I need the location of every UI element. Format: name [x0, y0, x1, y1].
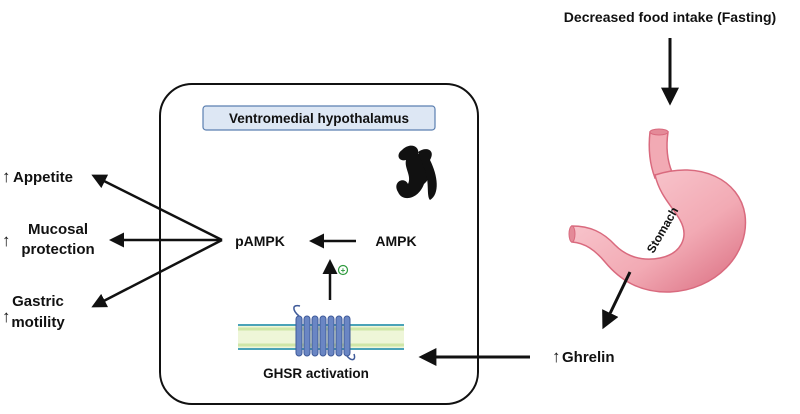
effect-gastric-label-line1: Gastric [12, 293, 64, 310]
effect-mucosal-label-line2: protection [21, 241, 94, 258]
stomach-icon [568, 128, 747, 293]
effect-mucosal-label-line1: Mucosal [28, 221, 88, 238]
pampk-label: pAMPK [235, 233, 285, 249]
stomach-to-ghrelin-arrow [602, 271, 632, 330]
ampk-label: AMPK [375, 233, 416, 249]
effect-appetite-label: Appetite [13, 169, 73, 186]
activation-plus-icon [337, 264, 349, 276]
effect-mucosal-protection: ↑ Mucosal protection [2, 221, 95, 258]
effect-gastric-motility: ↑ Gastric motility [2, 293, 65, 331]
activation-plus-label: + [341, 266, 346, 275]
effect-up-arrow: ↑ [2, 167, 11, 186]
ghrelin-up-arrow: ↑ [552, 347, 561, 366]
fasting-label: Decreased food intake (Fasting) [564, 9, 776, 25]
stomach-label: Stomach [644, 205, 681, 256]
ghsr-receptor-icon [293, 304, 356, 361]
effect-up-arrow: ↑ [2, 307, 11, 326]
hypothalamus-brain-icon [396, 145, 437, 200]
pampk-to-appetite-arrow [91, 174, 223, 242]
hypothalamus-label: Ventromedial hypothalamus [229, 111, 409, 126]
ghrelin-label: Ghrelin [562, 349, 615, 366]
ghsr-activation-label: GHSR activation [263, 366, 369, 381]
hypothalamus-box [159, 83, 479, 405]
effect-appetite: ↑ Appetite [2, 167, 73, 186]
pampk-to-motility-arrow [91, 238, 223, 308]
effect-up-arrow: ↑ [2, 231, 11, 250]
hypothalamus-label-box [202, 105, 436, 131]
effect-gastric-label-line2: motility [11, 314, 65, 331]
